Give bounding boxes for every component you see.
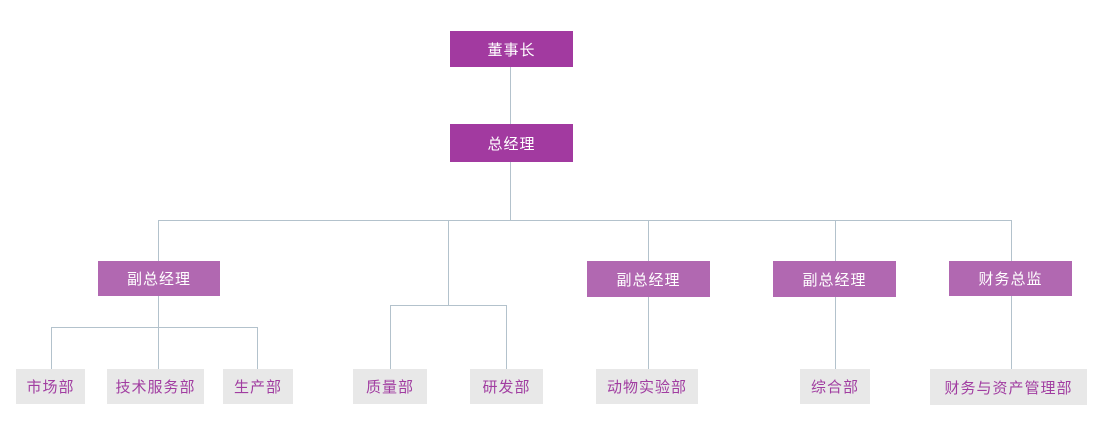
org-node-label: 董事长 [487,40,536,59]
org-node-production[interactable]: 生产部 [223,369,293,404]
org-node-label: 生产部 [233,378,282,396]
org-node-deputy-gm-3[interactable]: 副总经理 [773,261,896,297]
org-node-label: 副总经理 [802,270,867,289]
connector-trunk-horizontal [158,220,1011,221]
connector-gm-to-trunk [510,162,511,220]
org-node-quality[interactable]: 质量部 [353,369,427,404]
org-node-finance-director[interactable]: 财务总监 [949,261,1072,296]
connector-to-rnd [506,305,507,369]
connector-to-quality [390,305,391,369]
org-node-deputy-gm-2[interactable]: 副总经理 [587,261,710,297]
org-node-marketing[interactable]: 市场部 [16,369,85,404]
org-node-label: 财务总监 [978,270,1043,288]
org-node-label: 副总经理 [616,270,681,289]
org-node-animal-lab[interactable]: 动物实验部 [596,369,698,404]
connector-to-production [257,327,258,369]
connector-to-finance-asset [1011,296,1012,369]
connector-to-animal-lab [648,297,649,369]
connector-branch-deputy3 [835,220,836,261]
connector-quality-rnd-horizontal [390,305,506,306]
org-node-general-affairs[interactable]: 综合部 [800,369,870,404]
org-node-label: 财务与资产管理部 [944,378,1073,397]
connector-branch-finance-dir [1011,220,1012,261]
org-node-finance-asset[interactable]: 财务与资产管理部 [930,369,1087,405]
org-node-label: 综合部 [810,378,859,396]
org-node-label: 动物实验部 [606,378,687,396]
org-node-label: 总经理 [487,134,536,153]
connector-branch-deputy1 [158,220,159,261]
org-node-deputy-gm-1[interactable]: 副总经理 [98,261,220,296]
org-node-label: 质量部 [365,378,414,396]
connector-branch-deputy2 [648,220,649,261]
connector-branch-quality-rnd [448,220,449,305]
org-node-general-manager[interactable]: 总经理 [450,124,573,162]
connector-to-general-affairs [835,297,836,369]
connector-deputy1-horizontal [51,327,257,328]
org-node-label: 市场部 [26,378,75,396]
org-node-rnd[interactable]: 研发部 [470,369,543,404]
org-node-tech-service[interactable]: 技术服务部 [107,369,204,404]
org-node-chairman[interactable]: 董事长 [450,31,573,67]
connector-to-marketing [51,327,52,369]
org-node-label: 副总经理 [126,270,191,288]
org-node-label: 研发部 [482,378,531,396]
connector-chairman-to-gm [510,67,511,124]
org-node-label: 技术服务部 [115,378,196,396]
connector-deputy1-to-children [158,296,159,369]
